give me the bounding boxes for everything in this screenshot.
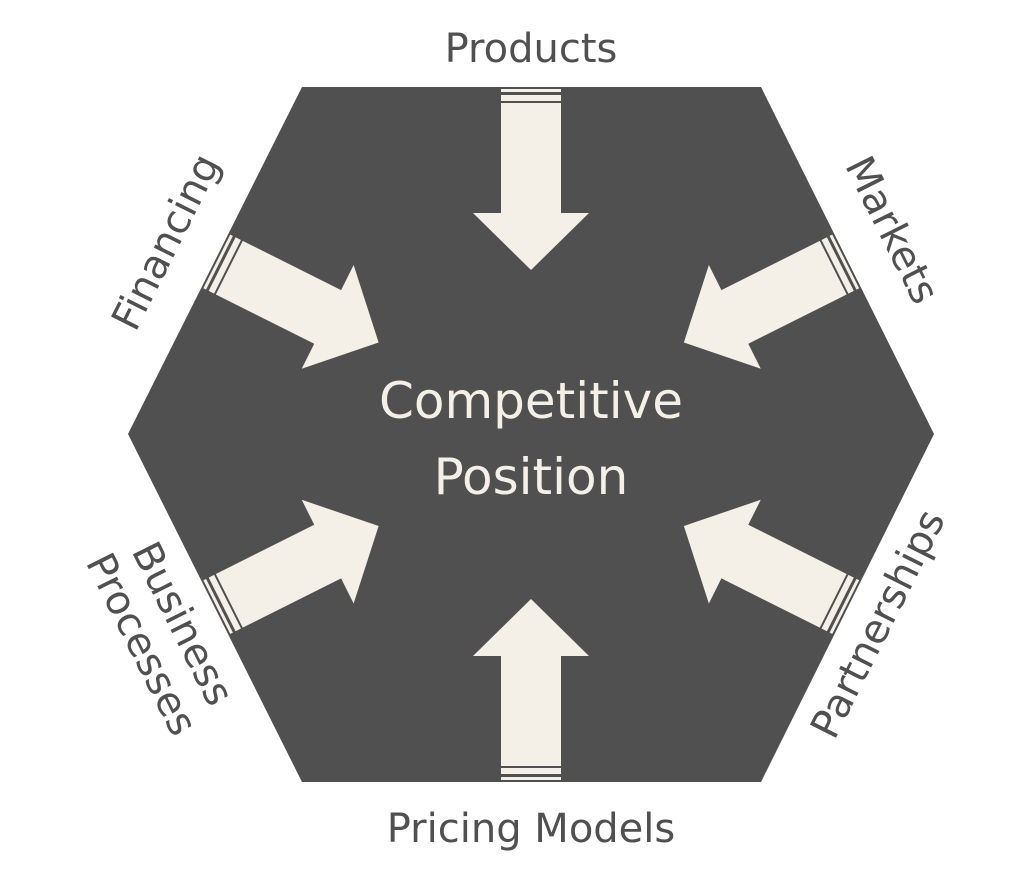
arrow-body [683, 499, 847, 628]
arrow-stripe [501, 768, 561, 774]
arrow-body [215, 240, 379, 369]
arrow-body [683, 240, 847, 369]
arrow-financing [203, 234, 379, 369]
label-pricing-models: Pricing Models [387, 806, 675, 852]
center-title-line-2: Position [434, 448, 629, 506]
arrow-body [215, 499, 379, 628]
arrow-products [473, 89, 589, 270]
arrow-stripe [208, 574, 241, 632]
arrow-body [473, 103, 589, 270]
arrow-stripe [501, 89, 561, 92]
arrow-stripe [501, 95, 561, 101]
arrow-stripe [501, 777, 561, 780]
arrow-stripe [829, 578, 860, 634]
arrow-stripe [829, 234, 860, 290]
arrow-stripe [208, 237, 241, 294]
arrow-partnerships [683, 499, 860, 634]
arrow-markets [683, 234, 860, 369]
center-title-line-1: Competitive [379, 372, 683, 430]
arrow-pricing-models [473, 599, 589, 780]
hexagon [128, 87, 934, 782]
label-products: Products [445, 26, 618, 72]
arrow-stripe [821, 574, 854, 632]
arrow-stripe [203, 234, 233, 290]
arrow-stripe [203, 578, 233, 634]
arrow-stripe [821, 237, 854, 294]
label-line: Pricing Models [387, 806, 675, 852]
label-line: Products [445, 26, 618, 72]
arrow-body [473, 599, 589, 766]
arrow-business-processes [203, 499, 379, 634]
